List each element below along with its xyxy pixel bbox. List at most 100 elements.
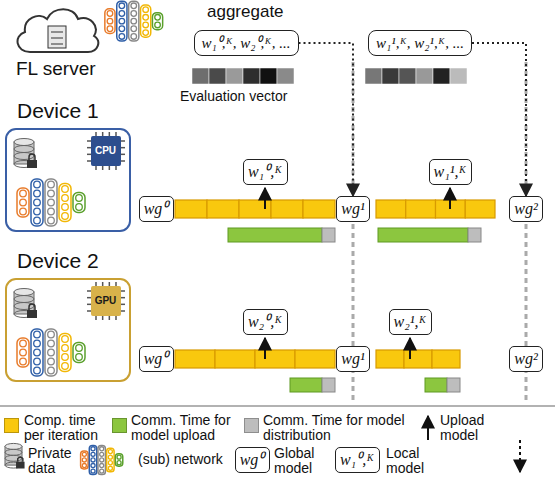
distribution-bar: [468, 228, 481, 242]
distribution-bar: [322, 228, 335, 242]
step-label: aggregate: [207, 2, 284, 22]
computation-bar: [465, 200, 495, 218]
node-label: w₁⁰,ᴷ, w₂⁰,ᴷ, ...: [202, 34, 291, 52]
aggregate-box: w₁¹,ᴷ, w₂¹,ᴷ, ...: [368, 30, 472, 56]
distribution-arrow: [472, 43, 526, 196]
computation-bar: [239, 200, 271, 218]
computation-bar: [295, 350, 335, 368]
evaluation-cell: [416, 68, 433, 84]
computation-bar: [175, 200, 207, 218]
upload-arrow: [449, 188, 451, 209]
node-heading: FL server: [16, 58, 96, 80]
node-label: wg²: [514, 199, 537, 218]
model-box: wg⁰: [139, 196, 174, 222]
network-icon: [17, 179, 85, 226]
node-label: GPU: [95, 295, 117, 306]
legend-text: Comm. Time for model distribution: [263, 413, 419, 443]
legend-text: Upload model: [440, 413, 500, 443]
computation-bar: [303, 200, 335, 218]
upload-arrow: [409, 338, 411, 359]
database-icon: [5, 443, 25, 468]
upload-bar: [378, 228, 468, 242]
node-label: wg⁰: [144, 349, 169, 368]
legend-text: Comm. Time for model upload: [131, 413, 239, 443]
model-box: w₂⁰,ᴷ: [243, 309, 288, 335]
evaluation-cell: [209, 68, 226, 84]
chip-pins: [87, 132, 125, 170]
model-box: wg²: [509, 346, 543, 372]
evaluation-cell: [243, 68, 260, 84]
device-panel: Device 2GPU: [5, 278, 131, 382]
node-label: wg⁰: [144, 199, 169, 218]
legend-swatch: [4, 418, 19, 433]
distribution-bar: [322, 378, 335, 392]
legend-text: Comp. time per iteration: [24, 413, 110, 443]
node-label: w₁¹,ᴷ, w₂¹,ᴷ, ...: [376, 34, 464, 52]
upload-bar: [228, 228, 322, 242]
legend-swatch: [112, 418, 127, 433]
computation-bar: [376, 350, 404, 368]
caption-label: Evaluation vector: [180, 88, 287, 104]
evaluation-cell: [260, 68, 277, 84]
upload-arrow: [264, 188, 266, 209]
upload-arrow: [264, 338, 266, 359]
upload-bar: [425, 378, 447, 392]
model-box: wg⁰: [235, 447, 270, 473]
computation-bar: [175, 350, 215, 368]
evaluation-cell: [192, 68, 209, 84]
computation-bar: [376, 200, 406, 218]
node-heading: Device 1: [17, 99, 99, 123]
node-label: w₂¹,ᴷ: [394, 312, 427, 331]
node-label: wg²: [514, 349, 537, 368]
node-label: wg¹: [341, 349, 364, 368]
node-label: w₁⁰,ᴷ: [340, 450, 374, 469]
computation-bar: [255, 350, 295, 368]
evaluation-cell: [226, 68, 243, 84]
database-icon: [14, 139, 37, 169]
model-box: w₂¹,ᴷ: [389, 309, 432, 335]
evaluation-cell: [365, 68, 382, 84]
processor-chip: GPU: [91, 286, 121, 316]
model-box: wg⁰: [139, 346, 174, 372]
node-label: CPU: [95, 145, 116, 156]
processor-chip: CPU: [91, 136, 121, 166]
upload-arrow: [427, 416, 429, 440]
legend-text: Local model: [386, 446, 438, 476]
database-icon: [14, 289, 37, 319]
node-heading: Device 2: [17, 249, 99, 273]
model-box: wg²: [509, 196, 543, 222]
upload-arrow: [519, 440, 521, 472]
computation-bar: [271, 200, 303, 218]
chip-pins: [87, 282, 125, 320]
network-icon: [105, 1, 163, 41]
evaluation-cell: [382, 68, 399, 84]
evaluation-cell: [433, 68, 450, 84]
server-cloud: FL server: [12, 4, 100, 56]
computation-bar: [432, 350, 460, 368]
computation-bar: [207, 200, 239, 218]
model-box: wg¹: [336, 346, 370, 372]
computation-bar: [406, 200, 436, 218]
device-panel: Device 1CPU: [5, 128, 131, 232]
model-box: w₁¹,ᴷ: [429, 159, 472, 185]
evaluation-cell: [450, 68, 467, 84]
evaluation-cell: [277, 68, 294, 84]
aggregate-box: w₁⁰,ᴷ, w₂⁰,ᴷ, ...: [194, 30, 299, 56]
distribution-arrow: [299, 43, 354, 196]
legend-text: Global model: [274, 446, 330, 476]
distribution-bar: [447, 378, 460, 392]
node-label: w₁⁰,ᴷ: [248, 162, 282, 181]
model-box: w₁⁰,ᴷ: [243, 159, 288, 185]
node-label: wg⁰: [240, 450, 265, 469]
legend-text: (sub) network: [138, 452, 233, 467]
computation-bar: [215, 350, 255, 368]
node-label: w₂⁰,ᴷ: [248, 312, 282, 331]
model-box: wg¹: [336, 196, 370, 222]
upload-bar: [290, 378, 322, 392]
computation-bar: [404, 350, 432, 368]
node-label: wg¹: [341, 199, 364, 218]
legend-swatch: [244, 418, 259, 433]
legend-separator: [0, 405, 555, 407]
